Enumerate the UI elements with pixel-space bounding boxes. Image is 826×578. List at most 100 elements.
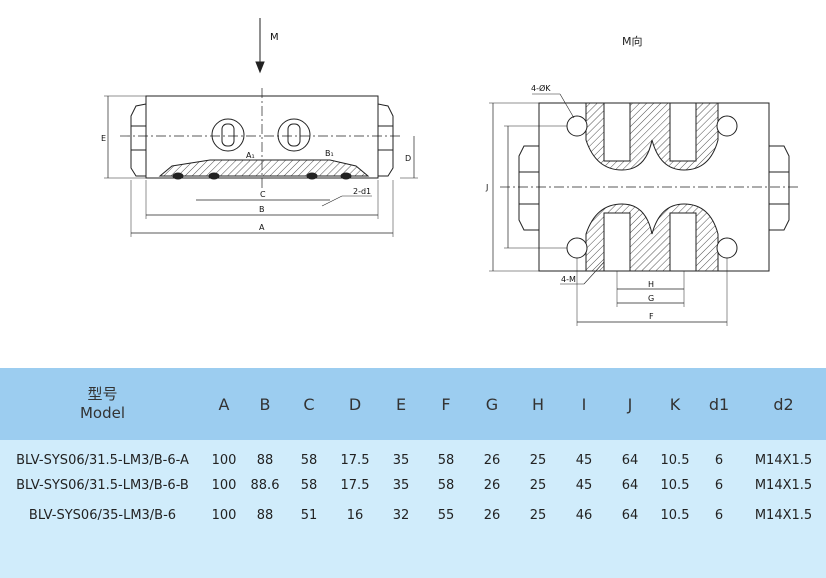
mount-hole [716,237,738,259]
cell-model: BLV-SYS06/31.5-LM3/B-6-A [16,452,189,468]
port-slot-a [221,123,235,147]
dim-label-d: D [405,154,411,163]
dim-label-m: 4-M [561,275,576,284]
dim-label-c: C [260,190,266,199]
bottom-bore-right [669,212,697,272]
cell-value: 26 [483,477,501,493]
top-bore-right [669,102,697,162]
dim-label-h: H [648,280,654,289]
header-col-d: D [348,394,362,414]
left-view [104,18,418,237]
table-header-row: 型号 Model A B C D E F G H I J K d1 d2 [0,368,826,440]
cell-value: 6 [714,507,724,523]
cell-value: 64 [621,452,639,468]
cell-value: M14X1.5 [754,452,813,468]
right-end-cap [377,103,394,177]
drawing-svg: M E D C B A A₁ B₁ 2-d1 [101,18,800,326]
header-col-i: I [581,394,587,414]
header-col-b: B [259,394,271,414]
right-view [489,93,800,326]
cell-value: 45 [575,477,593,493]
header-col-g: G [485,394,499,414]
port-label-b1: B₁ [325,149,334,158]
cell-value: 88.6 [250,477,280,493]
cell-value: 10.5 [660,452,690,468]
dim-label-b: B [259,205,265,214]
cell-value: 17.5 [340,477,370,493]
header-col-e: E [395,394,407,414]
cell-value: 35 [392,477,410,493]
mount-hole [566,115,588,137]
cell-value: 55 [437,507,455,523]
seal-ring [306,172,318,180]
cell-value: 100 [211,507,237,523]
spec-table: 型号 Model A B C D E F G H I J K d1 d2 BLV… [0,368,826,578]
header-col-a: A [218,394,230,414]
dim-label-f: F [649,312,654,321]
header-col-d1: d1 [708,394,730,414]
technical-drawing: M E D C B A A₁ B₁ 2-d1 [101,18,800,326]
top-bore-left [603,102,631,162]
header-col-d2: d2 [773,394,794,414]
cell-value: 10.5 [660,477,690,493]
port-slot-b [287,123,301,147]
section-hatch [158,159,370,177]
cell-value: 64 [621,507,639,523]
seal-ring [208,172,220,180]
left-hex-nut [518,145,539,231]
header-model-en: Model [79,404,126,422]
table-row: BLV-SYS06/35-LM3/B-6 100 88 51 16 32 55 … [0,500,826,530]
cell-value: M14X1.5 [754,507,813,523]
header-model-cn: 型号 [87,385,118,403]
header-col-k: K [669,394,681,414]
header-col-c: C [303,394,315,414]
cell-value: 58 [300,477,318,493]
view-arrow-head [255,61,265,74]
mount-hole [716,115,738,137]
dim-label-e: E [101,134,106,143]
cell-value: 6 [714,477,724,493]
cell-value: 35 [392,452,410,468]
cell-value: 10.5 [660,507,690,523]
cell-value: 45 [575,452,593,468]
cell-value: 46 [575,507,593,523]
port-label-a1: A₁ [246,151,255,160]
seal-ring [340,172,352,180]
cell-value: 26 [483,507,501,523]
cell-value: 17.5 [340,452,370,468]
cell-value: 58 [300,452,318,468]
cell-model: BLV-SYS06/31.5-LM3/B-6-B [16,477,189,493]
mount-hole [566,237,588,259]
cell-value: M14X1.5 [754,477,813,493]
table-row: BLV-SYS06/31.5-LM3/B-6-B 100 88.6 58 17.… [0,470,826,500]
cell-value: 6 [714,452,724,468]
cell-value: 88 [256,507,274,523]
cell-value: 100 [211,477,237,493]
seal-ring [172,172,184,180]
header-col-h: H [531,394,545,414]
view-title: M向 [622,34,643,48]
cell-value: 26 [483,452,501,468]
header-col-j: J [627,394,633,414]
dim-label-a: A [259,223,265,232]
cell-value: 32 [392,507,410,523]
cell-value: 58 [437,477,455,493]
cell-value: 25 [529,507,547,523]
port-circle-b [277,118,311,152]
cell-value: 25 [529,452,547,468]
right-hex-nut [769,145,790,231]
cell-model: BLV-SYS06/35-LM3/B-6 [28,507,177,523]
cell-value: 16 [346,507,364,523]
cell-value: 58 [437,452,455,468]
cell-value: 64 [621,477,639,493]
table-filler-row [0,530,826,578]
dim-label-j: J [485,183,488,192]
table-row: BLV-SYS06/31.5-LM3/B-6-A 100 88 58 17.5 … [0,440,826,470]
dim-label-k: 4-ØK [531,83,551,93]
header-col-f: F [441,394,451,414]
dim-label-g: G [648,294,654,303]
cell-value: 88 [256,452,274,468]
dim-label-d1: 2-d1 [353,187,371,196]
cell-value: 100 [211,452,237,468]
left-end-cap [130,103,147,177]
